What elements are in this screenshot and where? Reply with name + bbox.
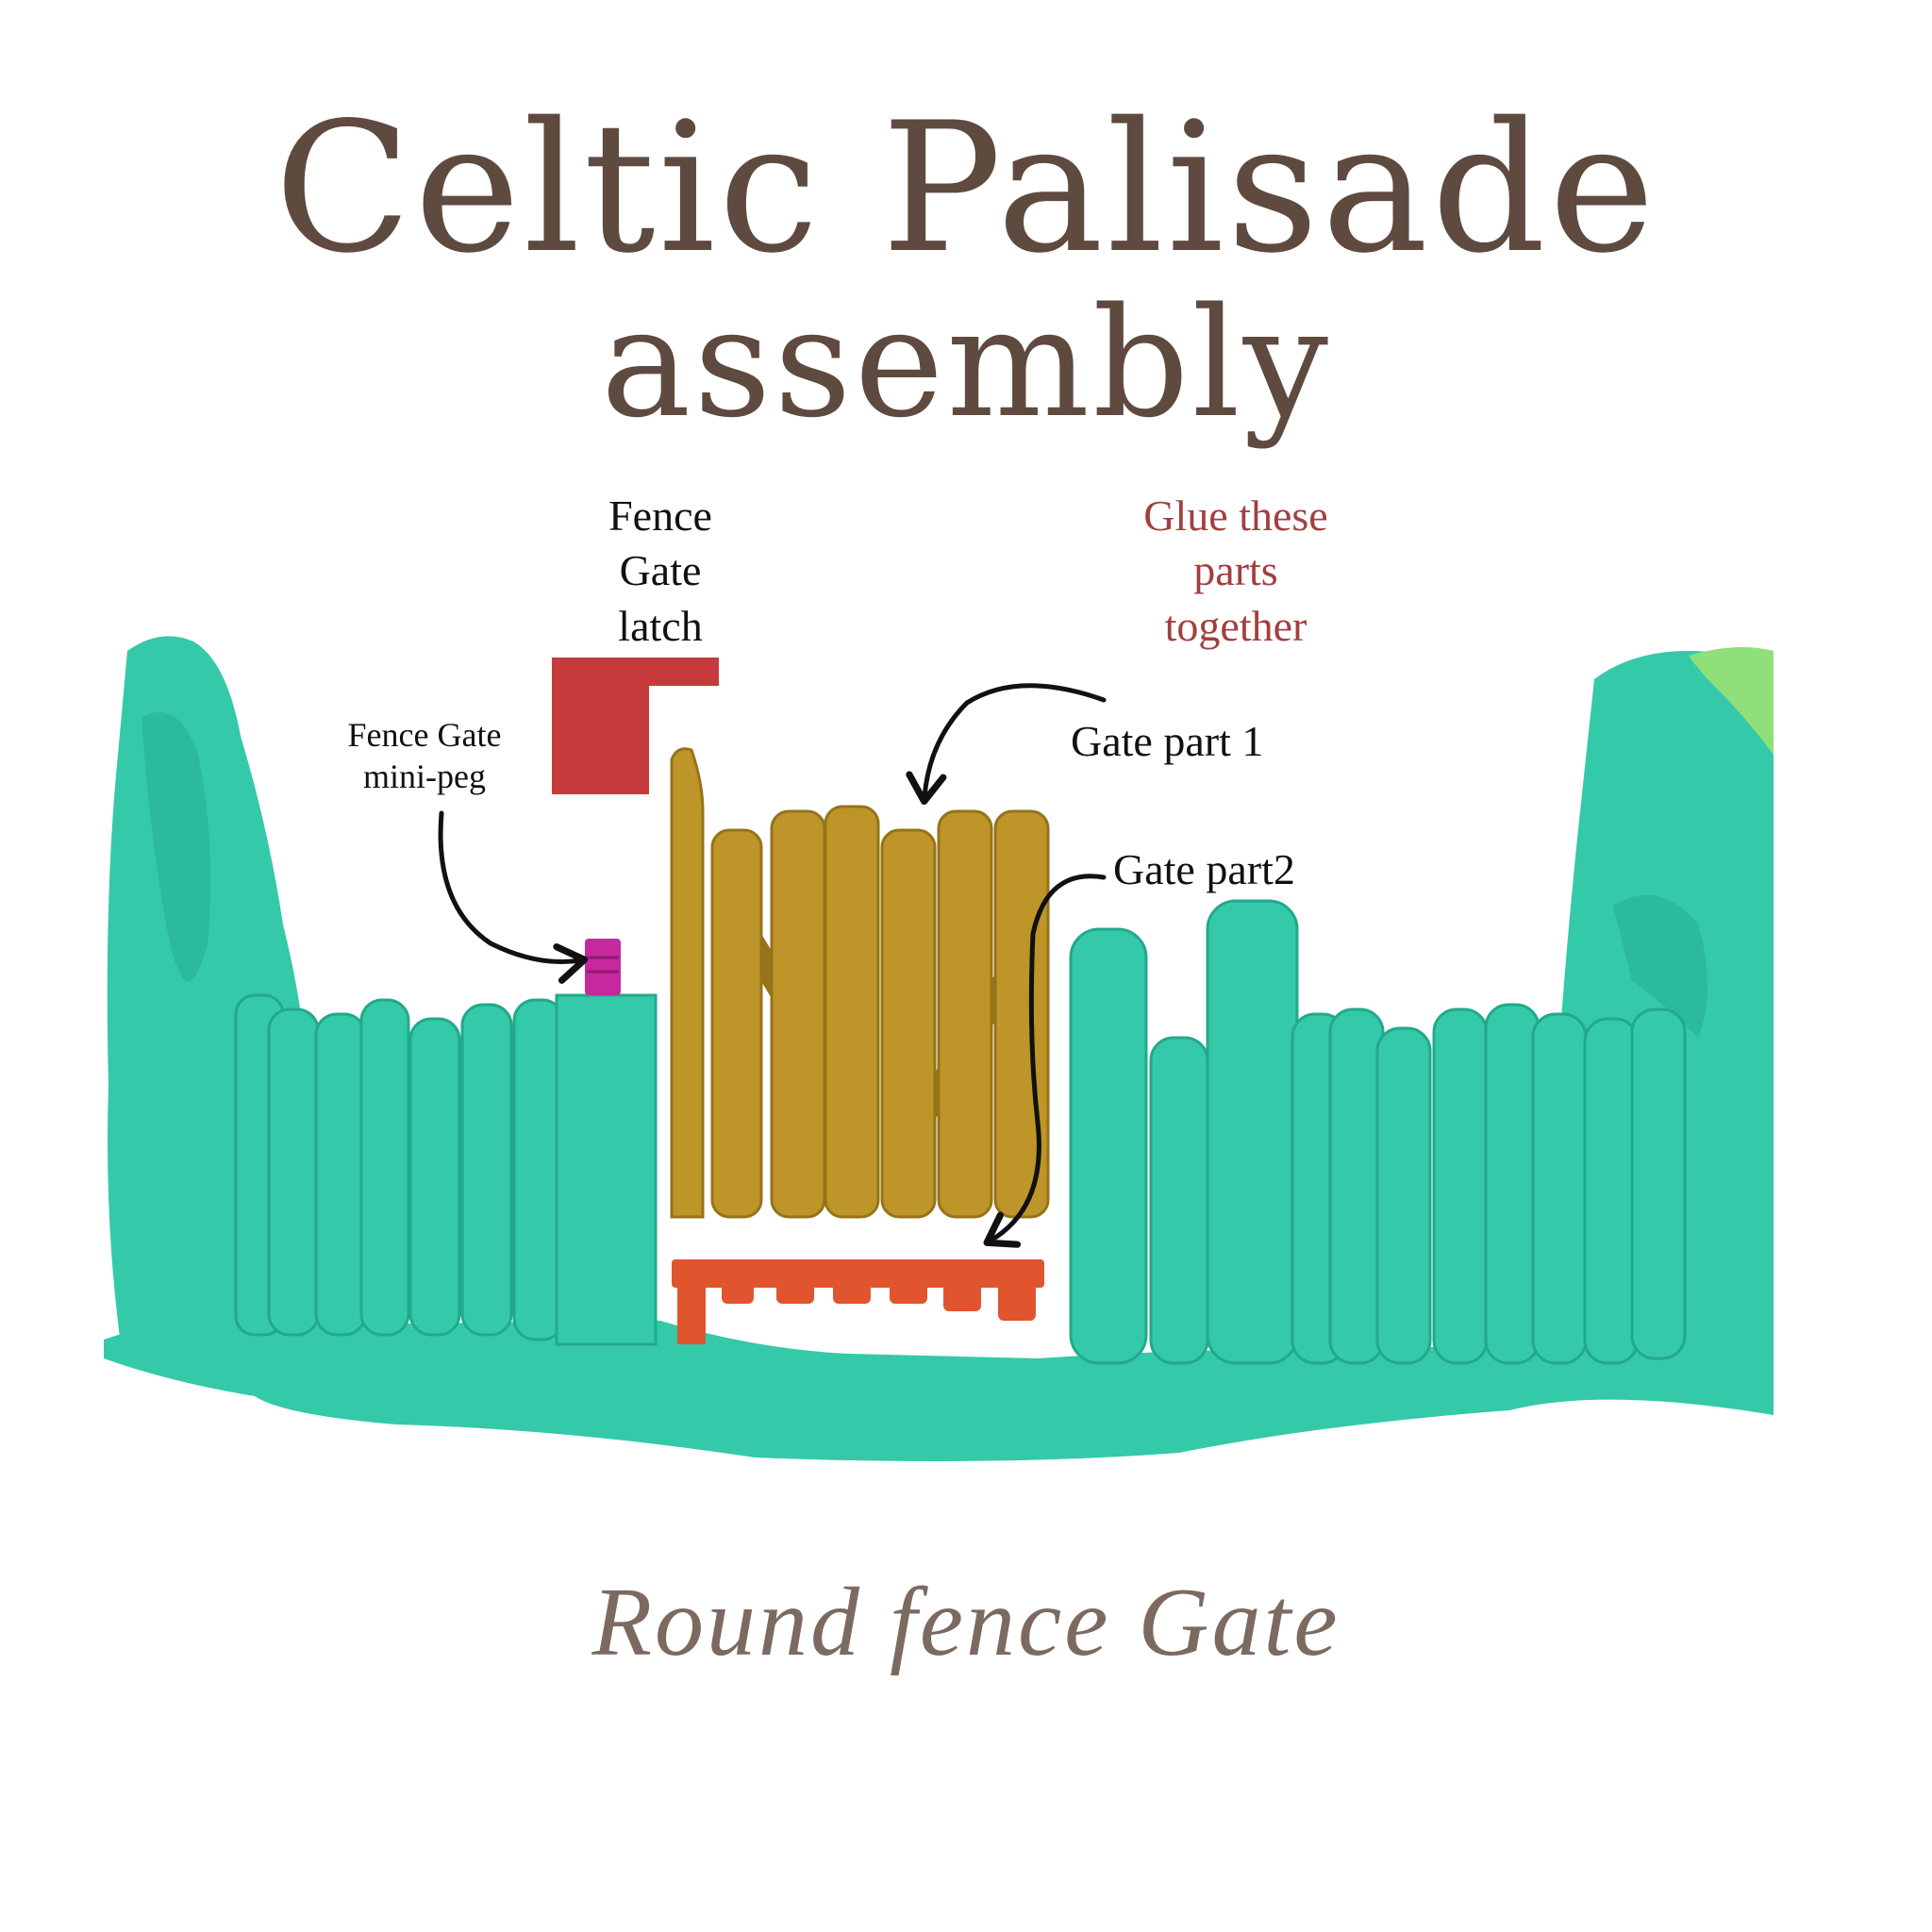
left-stakes bbox=[234, 993, 565, 1341]
glue-label: Glue these parts together bbox=[1075, 489, 1396, 654]
fence-gate-latch bbox=[552, 658, 719, 794]
mini-peg-label-line: mini-peg bbox=[363, 757, 486, 795]
gate-part-1-label: Gate part 1 bbox=[1071, 717, 1264, 765]
left-rock-shade bbox=[142, 712, 211, 981]
gate-part-2 bbox=[672, 1259, 1044, 1344]
latch-label: Fence Gate latch bbox=[528, 489, 792, 654]
latch-label-line: Gate bbox=[619, 546, 702, 595]
right-stakes bbox=[1069, 899, 1687, 1365]
title-line-2: assembly bbox=[601, 275, 1331, 451]
left-gate-post bbox=[555, 993, 658, 1346]
latch-label-line: Fence bbox=[608, 491, 712, 540]
gate-planks bbox=[670, 747, 1050, 1219]
mini-peg-arrow bbox=[438, 810, 589, 984]
subtitle: Round fence Gate bbox=[591, 1568, 1341, 1676]
latch-label-line: latch bbox=[618, 601, 703, 650]
glue-label-line: Glue these bbox=[1143, 491, 1328, 540]
title-line-1: Celtic Palisade bbox=[274, 84, 1658, 292]
mini-peg-label-line: Fence Gate bbox=[347, 716, 502, 754]
fence-gate-mini-peg bbox=[585, 939, 621, 995]
right-rock-shade bbox=[1613, 894, 1707, 1038]
gate-part-1-arrow bbox=[906, 683, 1107, 806]
grass-patch bbox=[1689, 647, 1774, 755]
gate-part-2-label: Gate part2 bbox=[1113, 845, 1295, 893]
glue-label-line: together bbox=[1164, 601, 1307, 650]
glue-label-line: parts bbox=[1193, 546, 1278, 595]
gate-part-2-arrow bbox=[983, 874, 1107, 1248]
mini-peg-label: Fence Gate mini-peg bbox=[311, 715, 538, 798]
gate-part-1 bbox=[670, 747, 1050, 1219]
